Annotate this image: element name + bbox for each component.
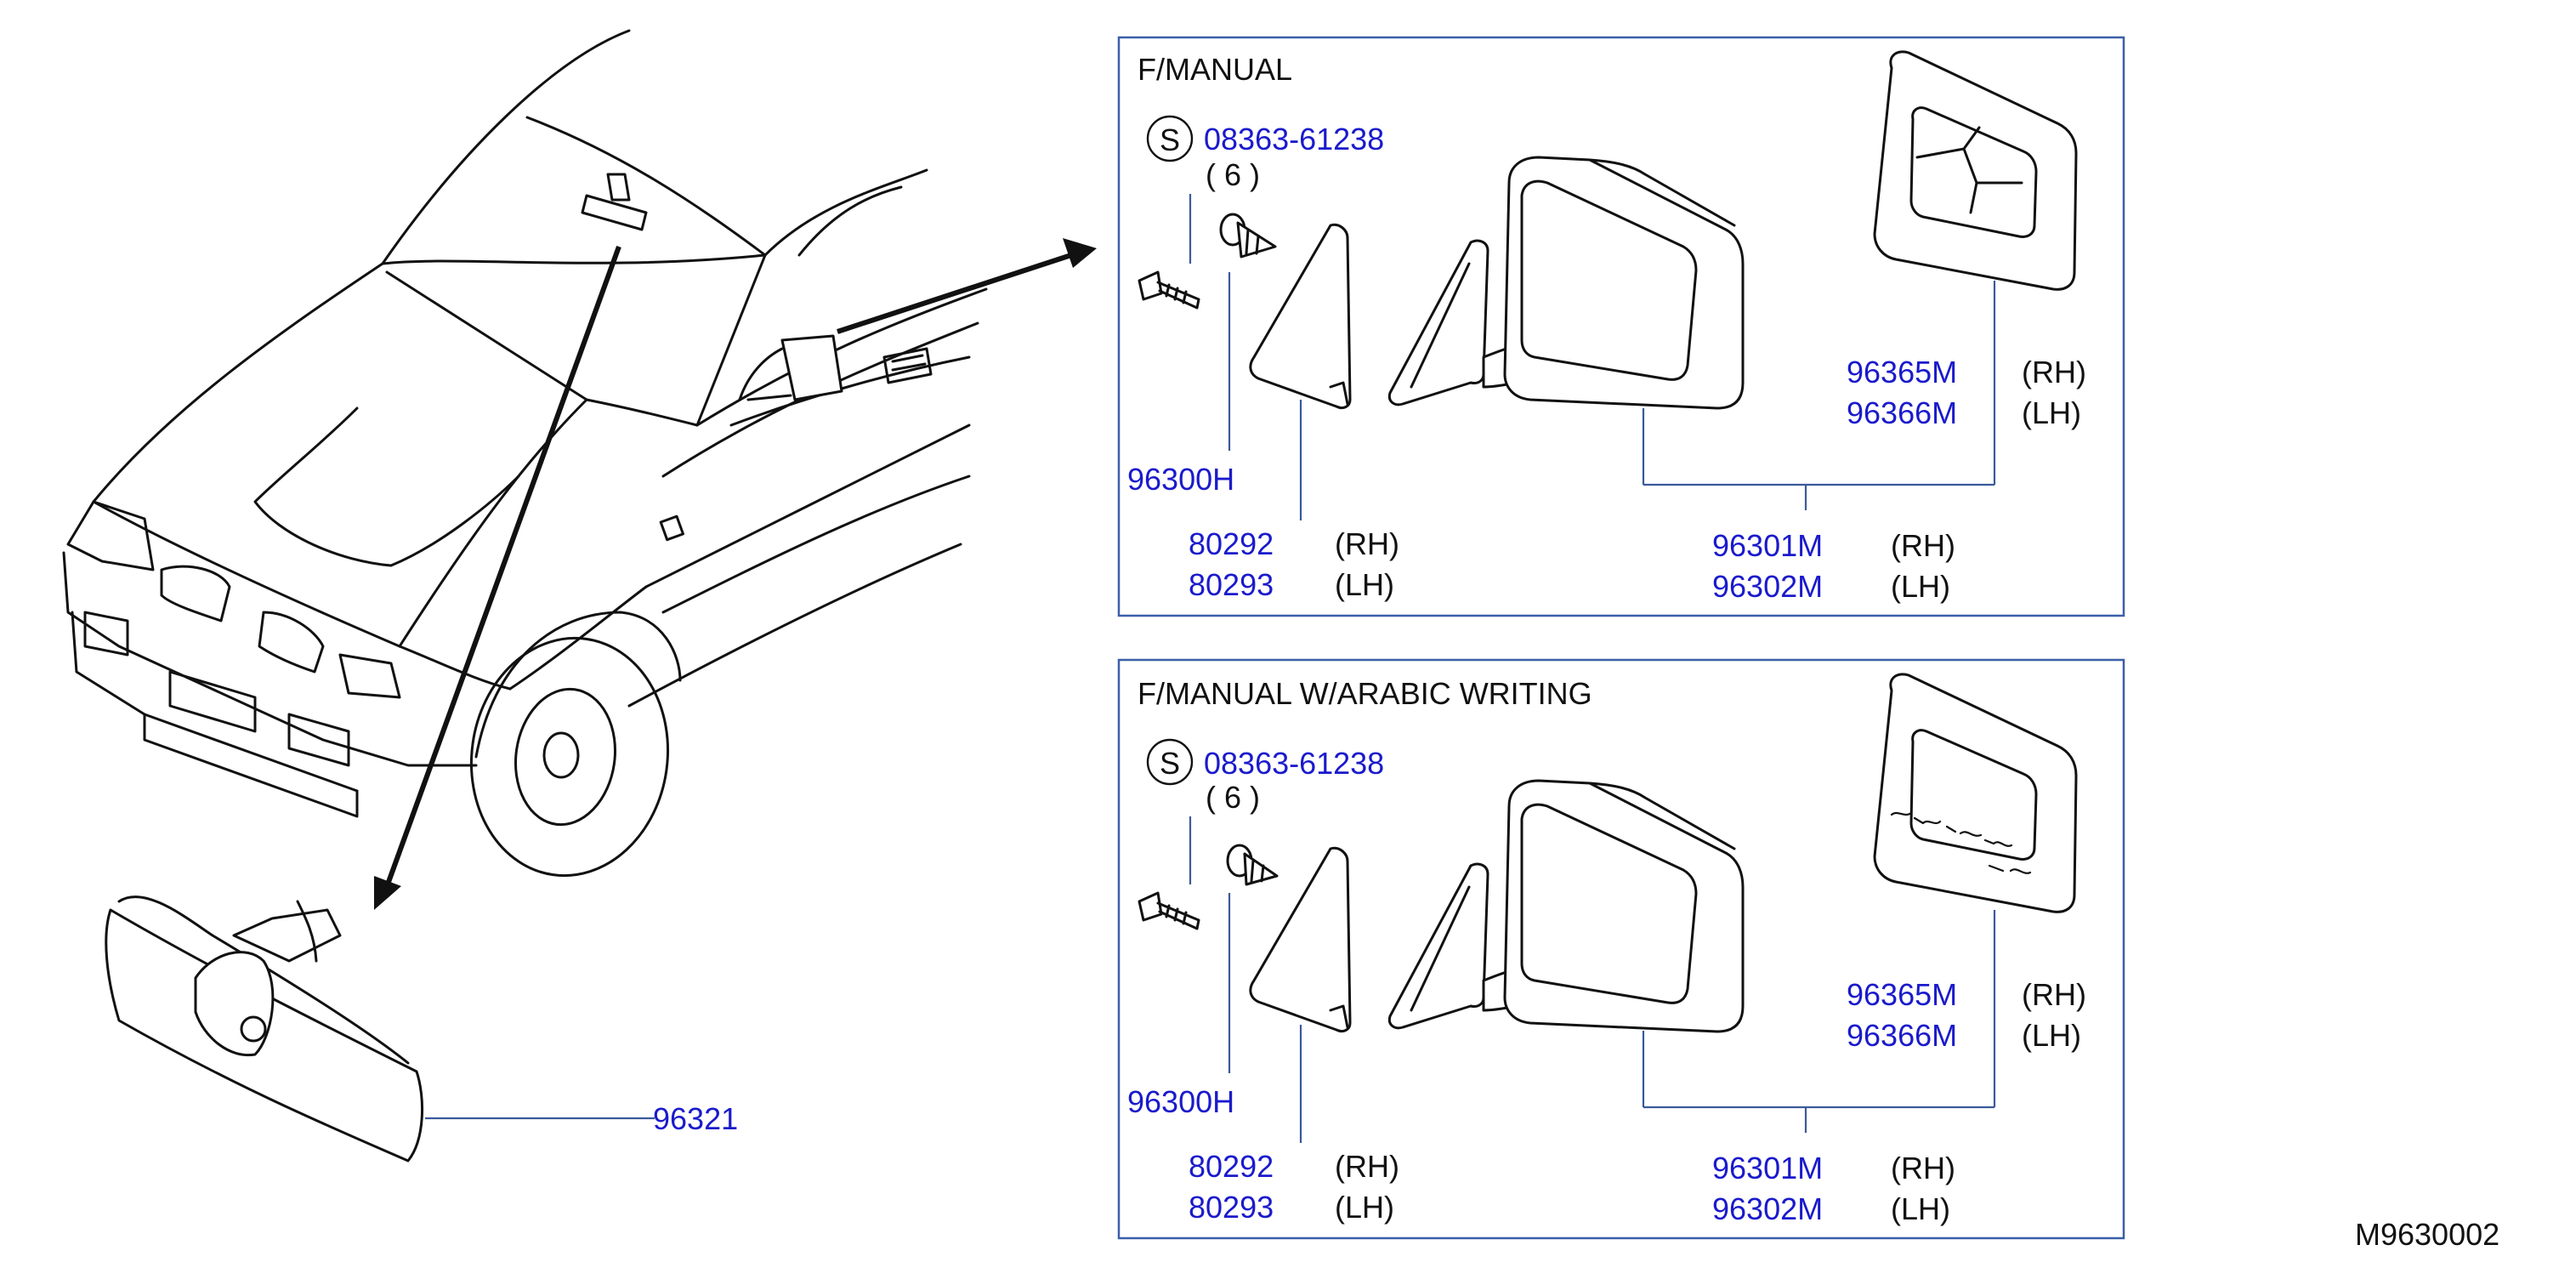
screw-qty: ( 6 ) — [1206, 780, 1260, 815]
screw-qty: ( 6 ) — [1206, 157, 1260, 192]
part-number-cover-lh: 80293 — [1189, 1190, 1274, 1225]
panel-f-manual-arabic: F/MANUAL W/ARABIC WRITING S 08363-61238 … — [1117, 658, 2125, 1240]
side-cover-lh: (LH) — [1335, 567, 1394, 602]
callout-arrows — [374, 238, 1097, 910]
side-cover-rh: (RH) — [1335, 1149, 1399, 1184]
part-number-assy-lh: 96302M — [1712, 1191, 1823, 1226]
part-number-glass-lh: 96366M — [1847, 395, 1957, 430]
clip-icon — [1226, 844, 1279, 886]
inner-mirror-illustration — [105, 895, 423, 1163]
door-mirror-assy-icon — [1387, 779, 1745, 1033]
part-number-cover-rh: 80292 — [1189, 526, 1274, 561]
screw-symbol: S — [1160, 122, 1180, 157]
part-number-assy-rh: 96301M — [1712, 528, 1823, 563]
screw-symbol: S — [1160, 746, 1180, 781]
part-number-cover-lh: 80293 — [1189, 567, 1274, 602]
side-cover-rh: (RH) — [1335, 526, 1399, 561]
side-glass-lh: (LH) — [2022, 395, 2081, 430]
mirror-cover-icon — [1249, 223, 1352, 410]
side-glass-lh: (LH) — [2022, 1018, 2081, 1053]
part-number-assy-lh: 96302M — [1712, 569, 1823, 604]
side-assy-lh: (LH) — [1891, 1191, 1950, 1226]
mirror-glass-arabic-icon — [1873, 673, 2078, 913]
part-number-glass-lh: 96366M — [1847, 1018, 1957, 1053]
panel-frame — [1117, 36, 2125, 617]
vehicle-illustration — [62, 29, 988, 878]
side-cover-lh: (LH) — [1335, 1190, 1394, 1225]
side-assy-lh: (LH) — [1891, 569, 1950, 604]
part-number-cover-rh: 80292 — [1189, 1149, 1274, 1184]
mirror-cover-icon — [1249, 846, 1352, 1033]
mirror-glass-icon — [1873, 50, 2078, 291]
part-number-glass-rh: 96365M — [1847, 977, 1957, 1012]
part-number-screw: 08363-61238 — [1204, 746, 1384, 781]
panel-f-manual: F/MANUAL S 08363-61238 ( 6 ) 96300H 8029… — [1117, 36, 2125, 617]
side-glass-rh: (RH) — [2022, 355, 2086, 389]
side-glass-rh: (RH) — [2022, 977, 2086, 1012]
panel-title: F/MANUAL — [1138, 52, 1292, 87]
part-number-clip: 96300H — [1127, 1084, 1234, 1119]
screw-icon — [1138, 270, 1200, 310]
part-number-96321: 96321 — [653, 1101, 738, 1136]
arabic-writing-icon — [1890, 811, 2032, 874]
screw-symbol-circle — [1146, 115, 1194, 162]
panel-frame — [1117, 658, 2125, 1240]
panel-title: F/MANUAL W/ARABIC WRITING — [1138, 676, 1592, 711]
part-number-clip: 96300H — [1127, 462, 1234, 497]
clip-icon — [1219, 213, 1277, 259]
part-number-screw: 08363-61238 — [1204, 122, 1384, 156]
screw-symbol-circle — [1146, 738, 1194, 786]
side-assy-rh: (RH) — [1891, 1151, 1955, 1185]
diagram-code: M9630002 — [2355, 1217, 2499, 1252]
door-mirror-assy-icon — [1387, 156, 1745, 410]
part-number-assy-rh: 96301M — [1712, 1151, 1823, 1185]
side-assy-rh: (RH) — [1891, 528, 1955, 563]
screw-icon — [1138, 891, 1200, 930]
part-number-glass-rh: 96365M — [1847, 355, 1957, 389]
